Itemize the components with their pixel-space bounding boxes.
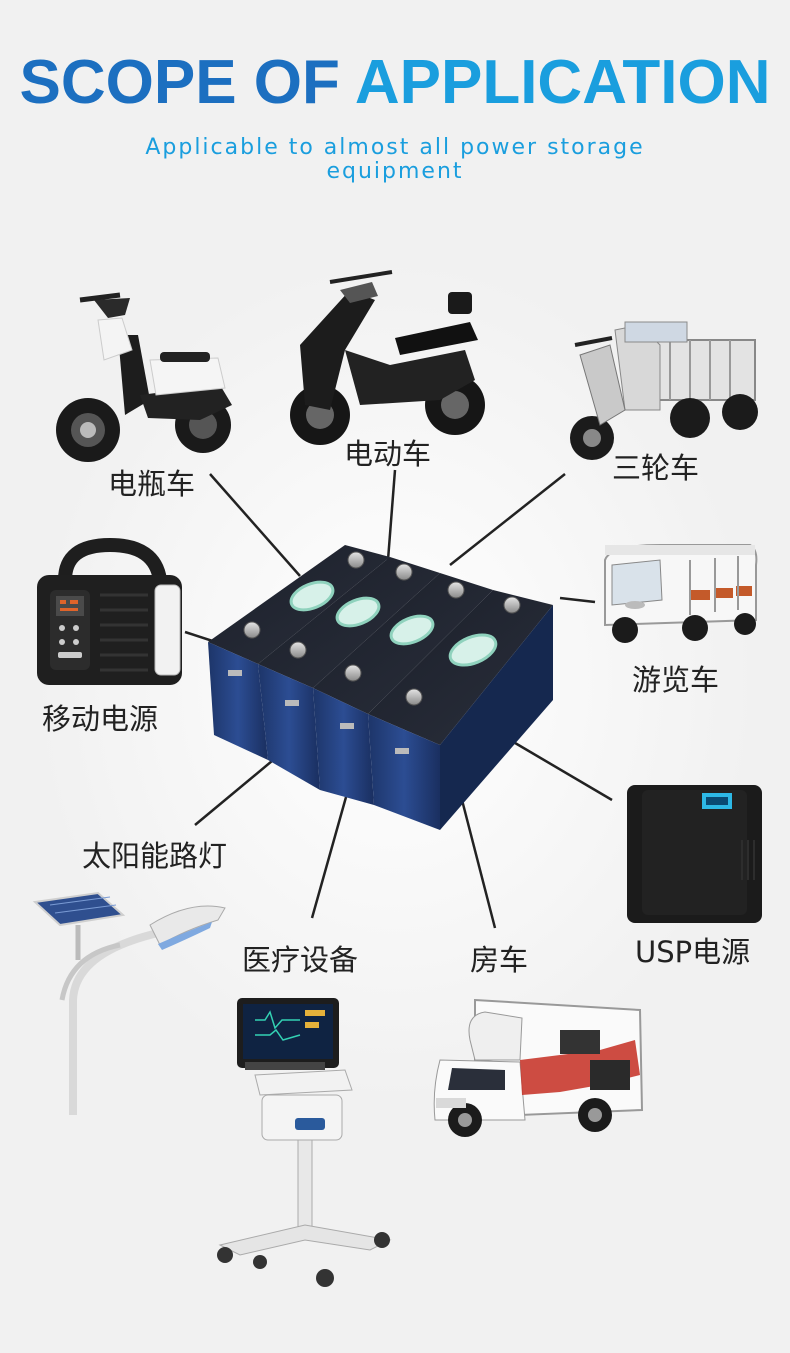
cargo-tricycle-icon — [570, 321, 758, 460]
ups-power-supply-icon — [627, 785, 762, 923]
label-ups: USP电源 — [635, 935, 751, 969]
solar-street-light-icon — [32, 891, 226, 1115]
lifepo4-battery-cells-icon — [208, 545, 553, 830]
subtitle-line-2: equipment — [326, 159, 464, 184]
label-power-station: 移动电源 — [42, 702, 159, 736]
electric-motorcycle-icon — [290, 270, 485, 445]
label-rv: 房车 — [470, 943, 529, 977]
title-part-1: SCOPE OF — [19, 48, 340, 117]
medical-monitor-cart-icon — [217, 998, 392, 1287]
label-tricycle: 三轮车 — [612, 451, 700, 485]
motorhome-rv-icon — [433, 998, 644, 1137]
electric-scooter-icon — [56, 292, 232, 462]
label-medical-equipment: 医疗设备 — [242, 943, 359, 977]
label-sightseeing-car: 游览车 — [632, 663, 720, 697]
label-solar-street-light: 太阳能路灯 — [82, 839, 228, 873]
sightseeing-car-icon — [604, 544, 758, 643]
page-title: SCOPE OF APPLICATION — [0, 52, 790, 114]
label-electric-scooter: 电瓶车 — [108, 467, 196, 501]
page-subtitle: Applicable to almost all power storage e… — [95, 136, 695, 184]
portable-power-station-icon — [37, 537, 182, 685]
title-part-2: APPLICATION — [354, 48, 771, 117]
label-electric-motorcycle: 电动车 — [344, 437, 432, 471]
subtitle-line-1: Applicable to almost all power storage — [145, 135, 645, 160]
